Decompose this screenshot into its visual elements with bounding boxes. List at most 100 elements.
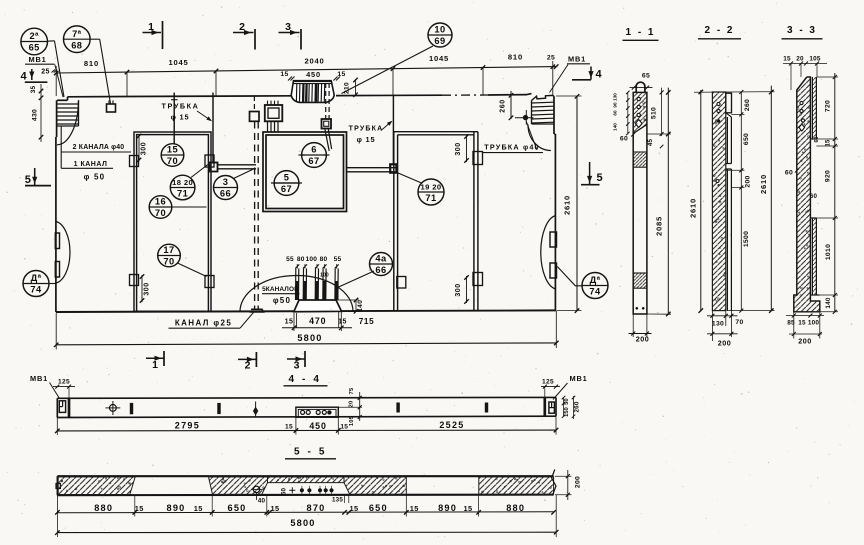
- svg-text:5: 5: [596, 172, 602, 184]
- svg-text:870: 870: [307, 503, 326, 513]
- svg-text:71: 71: [177, 189, 188, 199]
- svg-text:40: 40: [258, 498, 266, 505]
- svg-text:1: 1: [148, 21, 154, 33]
- svg-text:15: 15: [337, 71, 345, 78]
- svg-text:ТРУБКА: ТРУБКА: [349, 126, 384, 133]
- svg-text:2610: 2610: [563, 195, 572, 215]
- svg-text:5 - 5: 5 - 5: [294, 447, 327, 458]
- svg-text:920: 920: [824, 170, 831, 182]
- svg-text:φ50: φ50: [273, 296, 291, 305]
- svg-text:200: 200: [718, 339, 732, 348]
- svg-text:7ª: 7ª: [72, 29, 82, 39]
- svg-text:φ 15: φ 15: [357, 135, 376, 144]
- svg-text:450: 450: [309, 421, 326, 431]
- svg-text:67: 67: [308, 156, 319, 166]
- svg-text:100: 100: [808, 320, 820, 327]
- svg-text:КАНАЛ φ25: КАНАЛ φ25: [175, 319, 232, 328]
- svg-text:15: 15: [285, 424, 293, 431]
- svg-text:430: 430: [32, 109, 39, 121]
- svg-text:15: 15: [135, 504, 144, 513]
- svg-text:φ 50: φ 50: [84, 173, 106, 182]
- svg-text:150: 150: [564, 407, 570, 417]
- svg-text:45: 45: [647, 139, 654, 147]
- svg-text:90: 90: [613, 102, 618, 108]
- svg-text:1500: 1500: [743, 231, 750, 247]
- svg-text:МВ1: МВ1: [30, 374, 48, 383]
- svg-text:880: 880: [94, 503, 113, 513]
- svg-text:71: 71: [425, 193, 436, 203]
- svg-text:4: 4: [20, 71, 27, 83]
- svg-text:140: 140: [357, 300, 364, 312]
- svg-text:2ª: 2ª: [29, 31, 39, 41]
- svg-text:70: 70: [163, 257, 174, 267]
- svg-text:60: 60: [814, 137, 820, 143]
- svg-text:5800: 5800: [290, 518, 315, 528]
- svg-text:210: 210: [343, 82, 350, 94]
- svg-text:1010: 1010: [825, 244, 832, 260]
- svg-text:1045: 1045: [429, 54, 449, 63]
- svg-text:1 КАНАЛ: 1 КАНАЛ: [74, 161, 108, 168]
- svg-text:75: 75: [349, 387, 355, 394]
- svg-text:810: 810: [84, 59, 99, 68]
- svg-text:880: 880: [506, 503, 525, 513]
- svg-text:890: 890: [438, 503, 457, 513]
- svg-text:25: 25: [41, 69, 50, 76]
- svg-text:200: 200: [636, 335, 650, 344]
- svg-text:5800: 5800: [297, 333, 322, 343]
- svg-text:2525: 2525: [439, 420, 464, 430]
- svg-text:15: 15: [783, 56, 791, 63]
- svg-text:15: 15: [798, 320, 806, 327]
- svg-text:15: 15: [338, 319, 347, 326]
- svg-text:200: 200: [575, 476, 582, 488]
- svg-text:2085: 2085: [655, 216, 664, 236]
- svg-text:15: 15: [340, 424, 348, 431]
- svg-text:470: 470: [309, 316, 326, 326]
- svg-text:140: 140: [825, 297, 832, 309]
- svg-text:125: 125: [58, 379, 70, 386]
- svg-text:74: 74: [30, 285, 42, 295]
- svg-text:15: 15: [463, 504, 472, 513]
- svg-text:4а: 4а: [375, 254, 387, 264]
- svg-text:60: 60: [613, 110, 618, 116]
- svg-text:65: 65: [642, 73, 650, 80]
- svg-text:100: 100: [305, 256, 317, 263]
- svg-text:Дª: Дª: [31, 273, 42, 283]
- svg-text:φ 15: φ 15: [171, 113, 190, 122]
- svg-text:200: 200: [745, 175, 752, 187]
- svg-text:4: 4: [595, 69, 602, 81]
- svg-text:300: 300: [455, 283, 462, 296]
- svg-text:15: 15: [167, 145, 178, 155]
- svg-text:2: 2: [239, 21, 245, 33]
- svg-text:650: 650: [228, 503, 247, 513]
- svg-text:1: 1: [152, 359, 158, 371]
- svg-text:ТРУБКА: ТРУБКА: [162, 102, 200, 111]
- svg-text:3 - 3: 3 - 3: [787, 25, 817, 36]
- svg-text:1045: 1045: [168, 58, 188, 67]
- svg-text:510: 510: [650, 107, 657, 119]
- svg-text:80: 80: [320, 256, 328, 263]
- svg-text:2610: 2610: [689, 198, 698, 218]
- svg-text:15: 15: [270, 504, 279, 513]
- svg-text:5: 5: [25, 174, 31, 186]
- svg-text:650: 650: [743, 133, 750, 145]
- svg-text:3: 3: [294, 360, 300, 372]
- svg-text:2795: 2795: [175, 421, 200, 431]
- svg-text:260: 260: [574, 401, 581, 412]
- svg-text:70: 70: [167, 156, 178, 166]
- svg-text:2 КАНАЛА φ40: 2 КАНАЛА φ40: [73, 144, 125, 151]
- svg-text:16: 16: [155, 197, 166, 207]
- svg-text:55: 55: [286, 256, 294, 263]
- svg-text:5КАНАЛОВ: 5КАНАЛОВ: [262, 286, 299, 293]
- svg-text:300: 300: [144, 282, 151, 295]
- svg-text:2: 2: [245, 360, 251, 372]
- svg-text:15: 15: [285, 319, 294, 326]
- svg-text:260: 260: [500, 99, 507, 112]
- svg-text:15: 15: [349, 504, 358, 513]
- svg-text:105: 105: [809, 56, 821, 63]
- svg-text:105: 105: [349, 415, 355, 426]
- svg-text:70: 70: [155, 208, 166, 218]
- svg-text:130: 130: [613, 93, 618, 101]
- svg-text:3: 3: [285, 21, 291, 33]
- svg-text:МВ1: МВ1: [28, 55, 46, 64]
- svg-text:60: 60: [785, 170, 793, 177]
